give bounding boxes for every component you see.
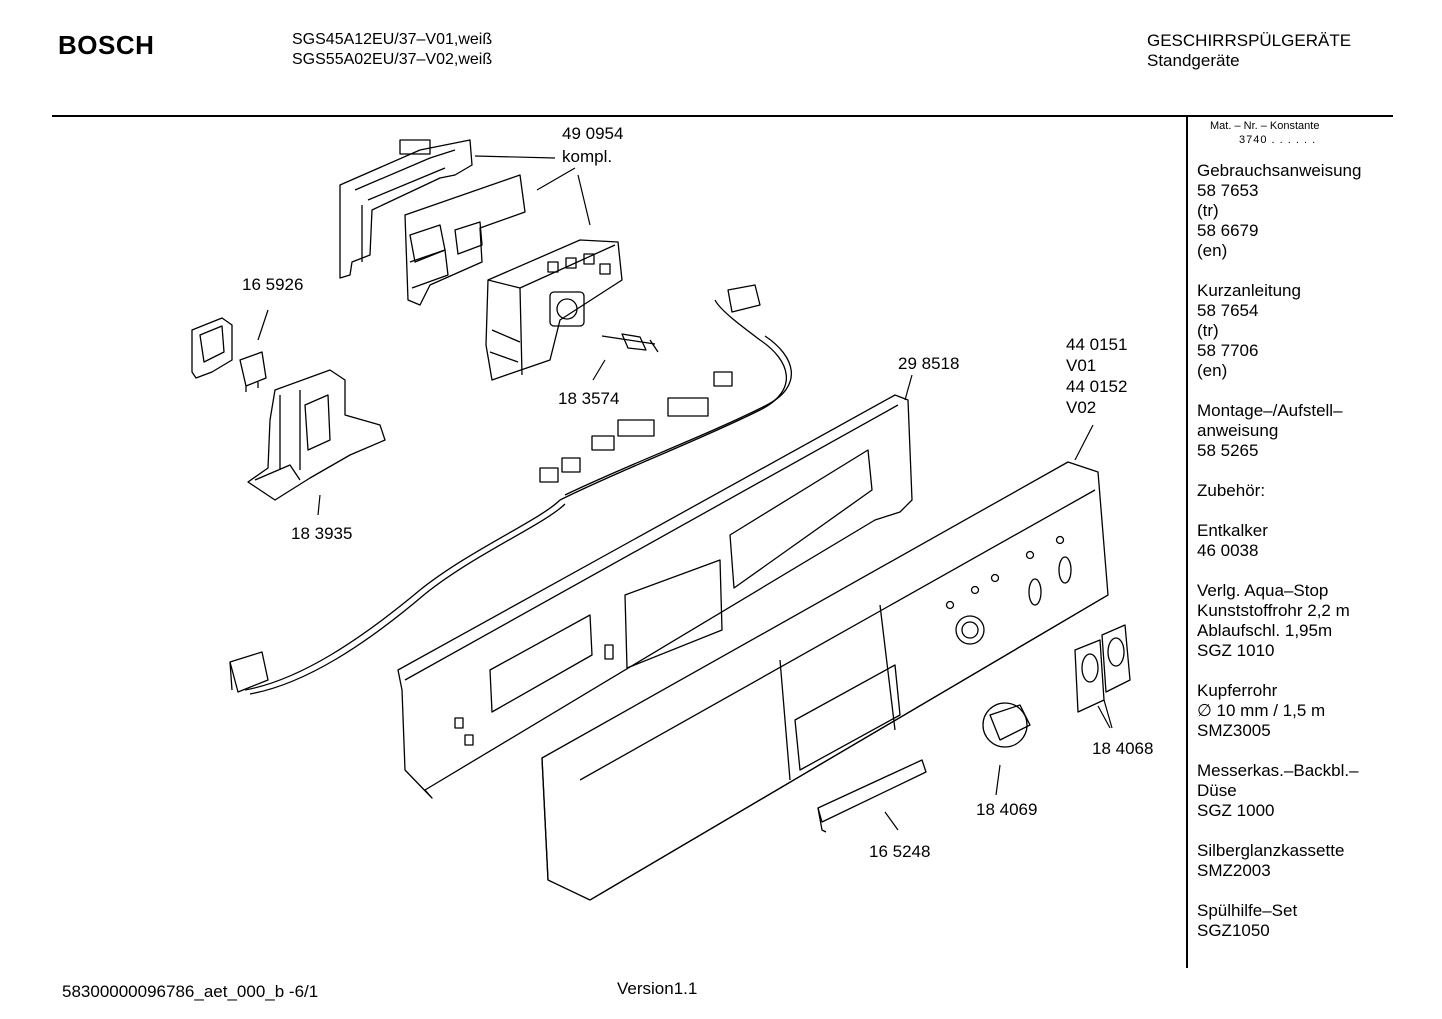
fascia-panel-part <box>541 461 1109 901</box>
header-divider <box>52 115 1393 117</box>
accessory-line: Verlg. Aqua–Stop <box>1197 581 1329 600</box>
category-subtitle: Standgeräte <box>1147 51 1240 70</box>
cover-strip-part <box>817 759 927 833</box>
accessory-sidebar: Mat. – Nr. – Konstante 3740 . . . . . . … <box>1197 119 1392 941</box>
accessory-line: Montage–/Aufstell– <box>1197 401 1343 420</box>
callout-298518: 29 8518 <box>898 354 959 373</box>
leader-lines <box>257 155 1113 831</box>
accessory-line: Zubehör: <box>1197 481 1266 500</box>
control-frame-part <box>397 394 913 799</box>
accessory-line: SGZ1050 <box>1197 921 1270 940</box>
accessory-line: Messerkas.–Backbl.– <box>1197 761 1359 780</box>
accessory-line: (en) <box>1197 241 1228 260</box>
selector-knob-part <box>982 702 1031 748</box>
category-heading: GESCHIRRSPÜLGERÄTE Standgeräte <box>1147 31 1351 71</box>
callout-440152-variant: V02 <box>1066 398 1096 417</box>
callout-183935: 18 3935 <box>291 524 352 543</box>
cable-harness-part <box>229 284 793 695</box>
accessory-line: SMZ2003 <box>1197 861 1271 880</box>
accessory-line: 58 5265 <box>1197 441 1259 460</box>
accessory-line: Kurzanleitung <box>1197 281 1301 300</box>
push-buttons-part <box>1074 624 1131 713</box>
accessory-line: Kupferrohr <box>1197 681 1278 700</box>
accessory-line: (tr) <box>1197 201 1219 220</box>
accessory-line: 58 6679 <box>1197 221 1259 240</box>
accessory-line: (en) <box>1197 361 1228 380</box>
accessory-line: Kunststoffrohr 2,2 m <box>1197 601 1350 620</box>
callout-184068: 18 4068 <box>1092 739 1153 758</box>
document-id: 58300000096786_aet_000_b -6/1 <box>62 982 319 1001</box>
accessory-line: Silberglanzkassette <box>1197 841 1345 860</box>
exploded-parts-diagram: 49 0954 kompl. 16 5926 18 3574 18 3935 2… <box>191 124 1153 901</box>
relay-bracket-part <box>191 317 267 392</box>
switch-housing-part <box>247 369 386 501</box>
model-line-1: SGS45A12EU/37–V01,weiß <box>292 31 493 48</box>
mat-number-header: Mat. – Nr. – Konstante <box>1210 120 1320 132</box>
accessory-line: (tr) <box>1197 321 1219 340</box>
accessory-line: Ablaufschl. 1,95m <box>1197 621 1333 640</box>
model-list: SGS45A12EU/37–V01,weiß SGS55A02EU/37–V02… <box>292 30 492 70</box>
accessory-group: Zubehör: <box>1197 481 1392 501</box>
accessory-line: 58 7654 <box>1197 301 1259 320</box>
accessory-line: Düse <box>1197 781 1237 800</box>
callout-440151: 44 0151 <box>1066 335 1127 354</box>
sidebar-divider <box>1186 117 1188 968</box>
accessory-line: SGZ 1000 <box>1197 801 1275 820</box>
model-line-2: SGS55A02EU/37–V02,weiß <box>292 51 493 68</box>
accessory-line: Gebrauchsanweisung <box>1197 161 1362 180</box>
callout-183574: 18 3574 <box>558 389 619 408</box>
callout-490954-note: kompl. <box>562 147 612 166</box>
brand-logo: BOSCH <box>58 30 155 60</box>
callout-440151-variant: V01 <box>1066 356 1096 375</box>
accessory-line: 58 7653 <box>1197 181 1259 200</box>
callout-440152: 44 0152 <box>1066 377 1127 396</box>
mat-number-value: 3740 . . . . . . <box>1239 134 1317 146</box>
accessory-line: SGZ 1010 <box>1197 641 1275 660</box>
accessory-line: Entkalker <box>1197 521 1268 540</box>
callout-184069: 18 4069 <box>976 800 1037 819</box>
accessory-line: Spülhilfe–Set <box>1197 901 1298 920</box>
callout-165926: 16 5926 <box>242 275 303 294</box>
category-title: GESCHIRRSPÜLGERÄTE <box>1147 31 1352 50</box>
accessory-line: anweisung <box>1197 421 1279 440</box>
accessory-line: SMZ3005 <box>1197 721 1271 740</box>
accessory-line: ∅ 10 mm / 1,5 m <box>1197 701 1326 720</box>
callout-490954: 49 0954 <box>562 124 623 143</box>
control-module-part <box>339 139 623 381</box>
callout-165248: 16 5248 <box>869 842 930 861</box>
accessory-line: 58 7706 <box>1197 341 1259 360</box>
accessory-line: 46 0038 <box>1197 541 1259 560</box>
sensor-pin-part <box>601 333 659 353</box>
document-version: Version1.1 <box>617 979 698 998</box>
